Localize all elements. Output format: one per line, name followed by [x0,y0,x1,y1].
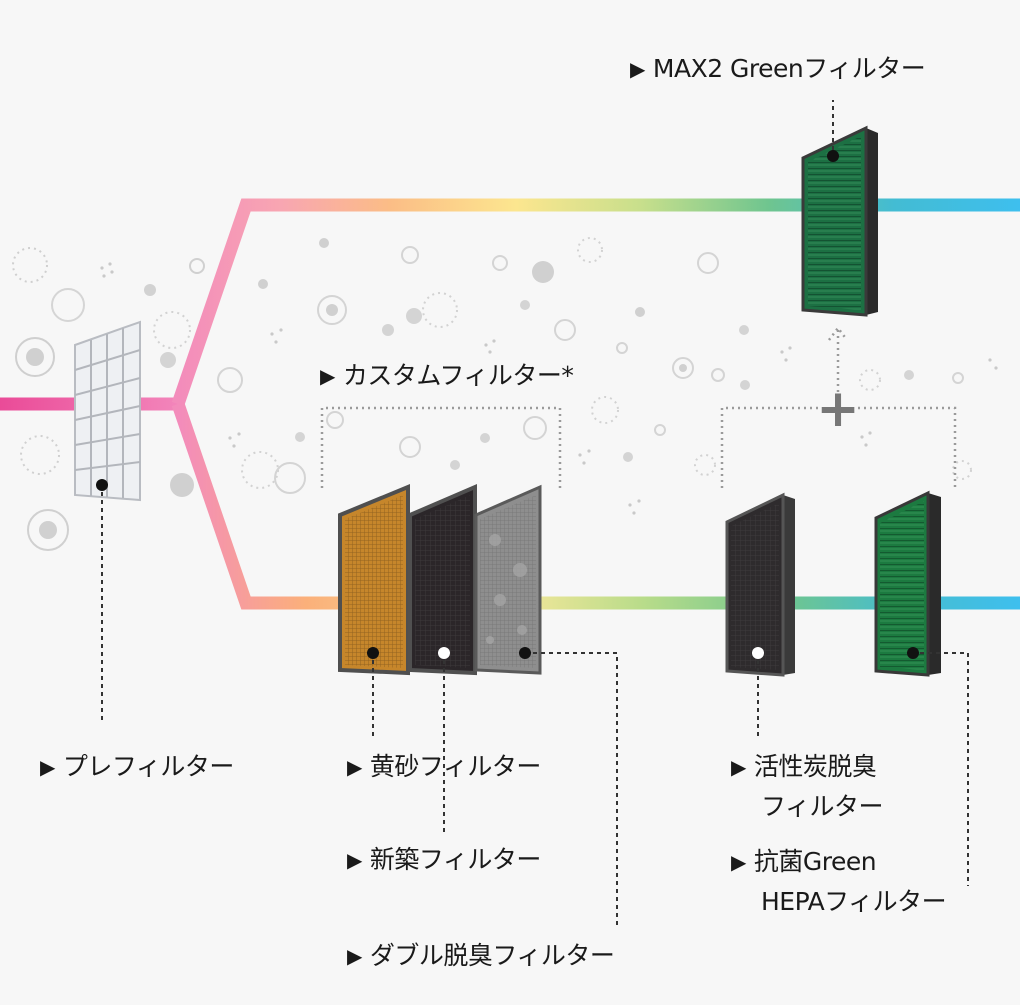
flow-top-branch [171,198,1020,407]
antibacterial-hepa-filter [874,490,941,677]
antibacterial-marker [907,647,919,659]
double-deodorizing-label: ▶ダブル脱臭フィルター [347,936,615,976]
double-deodorizing-filter [474,484,542,675]
max2-green-filter [801,125,878,317]
arrow-icon: ▶ [347,755,362,779]
arrow-icon: ▶ [731,755,746,779]
yellow-dust-label: ▶黄砂フィルター [347,747,541,787]
custom-filter-bracket [320,406,562,488]
arrow-icon: ▶ [347,848,362,872]
plus-symbol: + [816,379,860,439]
yellow-dust-marker [367,647,379,659]
max2-marker [827,150,839,162]
prefilter-marker [96,479,108,491]
arrow-icon: ▶ [630,57,645,81]
yellow-dust-filter [338,484,410,676]
marker-dots [96,150,919,659]
activated-carbon-label: ▶活性炭脱臭 フィルター [731,747,884,827]
new-build-label: ▶新築フィルター [347,840,541,880]
leader-lines [101,100,969,925]
custom-filter-label: ▶カスタムフィルター* [320,356,574,396]
arrow-icon: ▶ [320,364,335,388]
activated-carbon-filter [725,492,795,677]
prefilter-panel [74,320,141,502]
arrow-icon: ▶ [347,944,362,968]
antibacterial-hepa-label: ▶抗菌Green HEPAフィルター [731,842,947,922]
combo-bracket [720,406,820,488]
new-build-filter [408,483,477,676]
particle-background [12,237,998,551]
double-deodorizing-marker [519,647,531,659]
prefilter-label: ▶プレフィルター [40,747,234,787]
new-build-marker [438,647,450,659]
max2-label: ▶MAX2 Greenフィルター [630,49,926,89]
arrow-icon: ▶ [731,850,746,874]
arrow-icon: ▶ [40,755,55,779]
grouping-brackets [320,325,957,488]
activated-carbon-marker [752,647,764,659]
